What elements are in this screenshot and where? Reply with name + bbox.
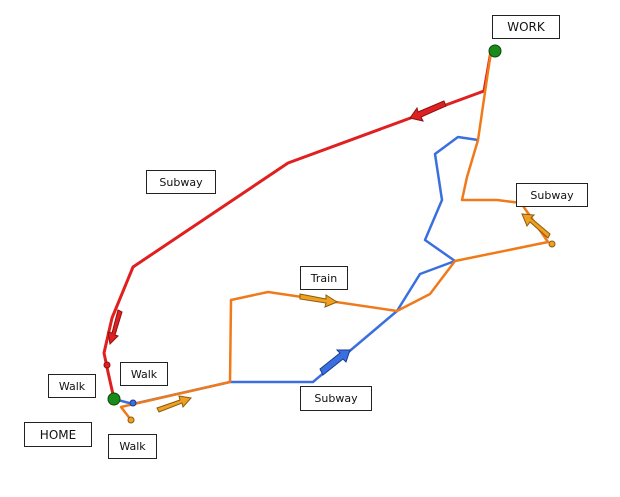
red-stop-dot <box>103 361 111 369</box>
walk-label-left: Walk <box>48 374 96 398</box>
orange-train-route <box>119 50 550 421</box>
orange-stop-dot-east <box>548 240 556 248</box>
blue-stop-dot <box>129 399 137 407</box>
orange-arrow-train <box>299 293 339 308</box>
train-label: Train <box>300 266 348 290</box>
home-marker <box>107 392 121 406</box>
red-subway-route <box>102 50 493 400</box>
walk-label-orange: Walk <box>108 434 157 459</box>
red-arrow-top <box>409 100 447 122</box>
work-label: WORK <box>492 15 560 39</box>
blue-arrow <box>319 349 351 376</box>
subway-label-orange: Subway <box>516 183 588 207</box>
orange-arrow-subway <box>521 213 551 239</box>
work-marker <box>488 44 502 58</box>
red-arrow-left <box>107 309 123 346</box>
walk-label-blue: Walk <box>120 362 168 386</box>
orange-arrow-walk <box>156 395 192 413</box>
orange-stop-dot-home <box>127 416 135 424</box>
subway-label-red: Subway <box>146 170 216 194</box>
subway-label-blue: Subway <box>300 386 372 411</box>
home-label: HOME <box>24 422 92 447</box>
